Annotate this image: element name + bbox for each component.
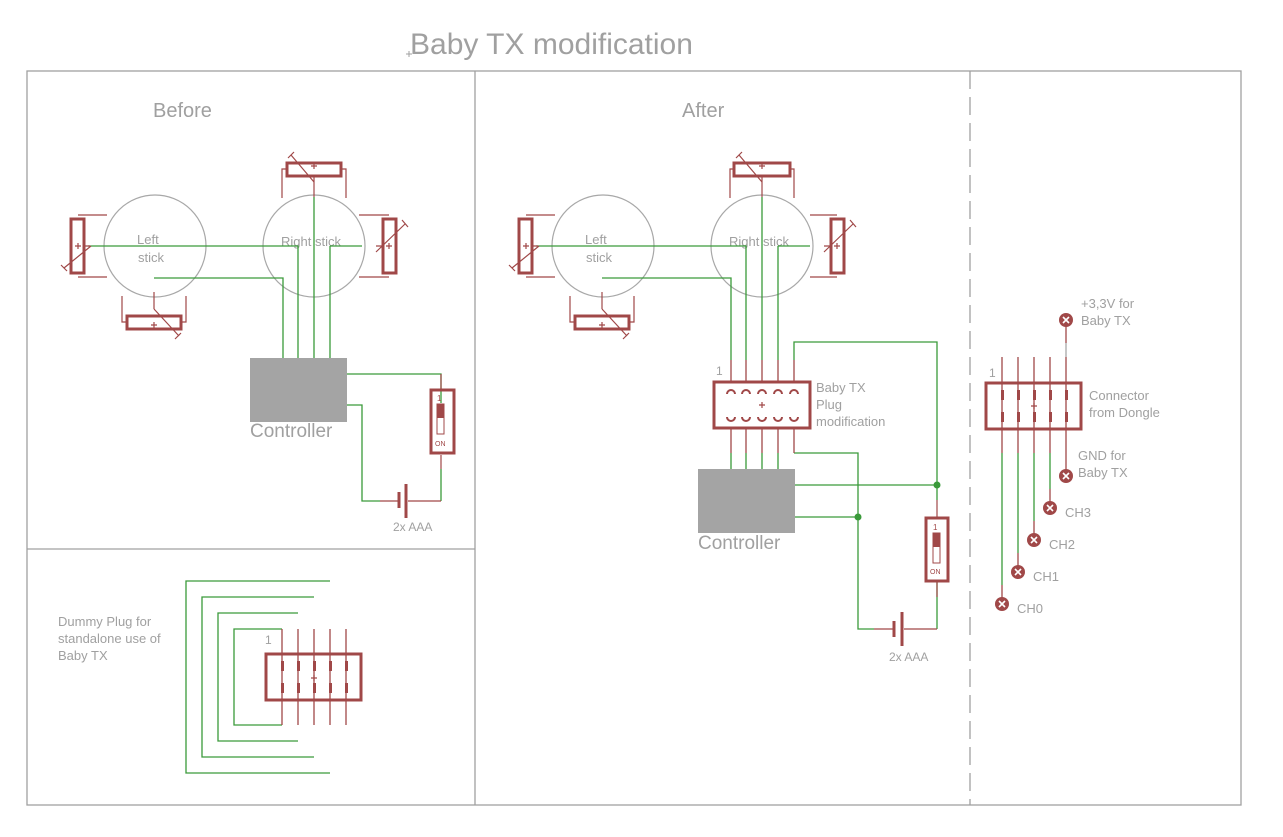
wire xyxy=(88,245,299,358)
pad-gnd-icon xyxy=(1058,468,1074,484)
junction-dot xyxy=(933,481,941,489)
plug-label: Plug xyxy=(816,397,842,412)
dummy-label: standalone use of xyxy=(58,631,161,646)
potentiometer-bottom xyxy=(121,292,187,340)
junction-dot xyxy=(854,513,862,521)
loop-wire xyxy=(185,580,330,774)
left-stick-label: stick xyxy=(586,250,613,265)
channel-label: CH2 xyxy=(1049,537,1075,552)
potentiometer-right xyxy=(359,214,409,278)
potentiometer-top xyxy=(729,151,795,198)
potentiometer-left xyxy=(508,214,555,278)
controller-block xyxy=(250,358,347,422)
connector-label: from Dongle xyxy=(1089,405,1160,420)
wire xyxy=(793,341,938,484)
channel-label: CH0 xyxy=(1017,601,1043,616)
pin1-label: 1 xyxy=(265,633,272,647)
plug-label: Baby TX xyxy=(816,380,866,395)
page-title: Baby TX modification xyxy=(410,28,693,61)
sheet-frame xyxy=(26,70,1242,806)
battery: 2x AAA xyxy=(380,484,441,534)
pad-ch0-icon xyxy=(994,596,1010,612)
potentiometer-left xyxy=(60,214,107,278)
after-section: After Left stick Right stick xyxy=(508,100,950,664)
loop-wire xyxy=(217,612,298,742)
dummy-label: Dummy Plug for xyxy=(58,614,152,629)
wire xyxy=(794,452,859,517)
wire xyxy=(795,484,938,500)
connector-pins xyxy=(1001,357,1051,453)
wire xyxy=(347,373,442,403)
pad-ch3-icon xyxy=(1042,500,1058,516)
power-switch: 1 ON xyxy=(924,500,950,597)
wire xyxy=(795,516,874,630)
controller-block xyxy=(698,469,795,533)
connector-contacts xyxy=(281,661,348,693)
pin1-label: 1 xyxy=(716,364,723,378)
potentiometer-bottom xyxy=(569,292,635,340)
dummy-plug-section: Dummy Plug for standalone use of Baby TX… xyxy=(58,580,363,774)
wire xyxy=(329,245,362,358)
wire xyxy=(347,404,380,502)
baby-tx-plug-connector xyxy=(712,360,812,453)
dummy-label: Baby TX xyxy=(58,648,108,663)
vcc-label: Baby TX xyxy=(1081,313,1131,328)
dongle-section: 1 Connector from Dongle +3,3V for Baby T… xyxy=(984,296,1160,616)
loop-wire xyxy=(201,596,314,758)
gnd-label: Baby TX xyxy=(1078,465,1128,480)
battery-label: 2x AAA xyxy=(393,520,432,534)
connector-contacts xyxy=(1001,390,1068,422)
plug-label: modification xyxy=(816,414,885,429)
left-stick-label: stick xyxy=(138,250,165,265)
before-heading: Before xyxy=(153,100,212,122)
switch-on-label: ON xyxy=(435,441,446,448)
origin-cross-icon xyxy=(406,51,412,57)
wire xyxy=(730,453,779,469)
left-stick-label: Left xyxy=(585,232,607,247)
connector-pins xyxy=(1001,489,1051,598)
right-stick-label: Right stick xyxy=(729,234,789,249)
after-heading: After xyxy=(682,100,725,122)
wire xyxy=(154,277,284,358)
pad-ch2-icon xyxy=(1026,532,1042,548)
dongle-connector xyxy=(984,381,1083,431)
channel-label: CH3 xyxy=(1065,505,1091,520)
loop-wire xyxy=(233,628,282,726)
before-section: Before Left stick Right stick xyxy=(60,100,456,534)
gnd-label: GND for xyxy=(1078,448,1126,463)
switch-number: 1 xyxy=(933,523,938,532)
switch-on-label: ON xyxy=(930,569,941,576)
wire xyxy=(536,245,747,360)
left-stick-label: Left xyxy=(137,232,159,247)
wire xyxy=(777,245,810,360)
channel-label: CH1 xyxy=(1033,569,1059,584)
potentiometer-top xyxy=(281,151,347,198)
vcc-label: +3,3V for xyxy=(1081,296,1135,311)
pad-vcc-icon xyxy=(1058,312,1074,328)
controller-label: Controller xyxy=(250,421,333,442)
controller-label: Controller xyxy=(698,533,781,554)
wire xyxy=(602,277,732,360)
right-stick-label: Right stick xyxy=(281,234,341,249)
pad-ch1-icon xyxy=(1010,564,1026,580)
power-switch: 1 ON xyxy=(429,374,456,469)
connector-label: Connector xyxy=(1089,388,1150,403)
pin1-label: 1 xyxy=(989,366,996,380)
battery-label: 2x AAA xyxy=(889,650,928,664)
switch-number: 1 xyxy=(437,394,442,403)
battery: 2x AAA xyxy=(874,612,937,664)
dummy-connector xyxy=(264,652,363,702)
potentiometer-right xyxy=(810,214,857,278)
